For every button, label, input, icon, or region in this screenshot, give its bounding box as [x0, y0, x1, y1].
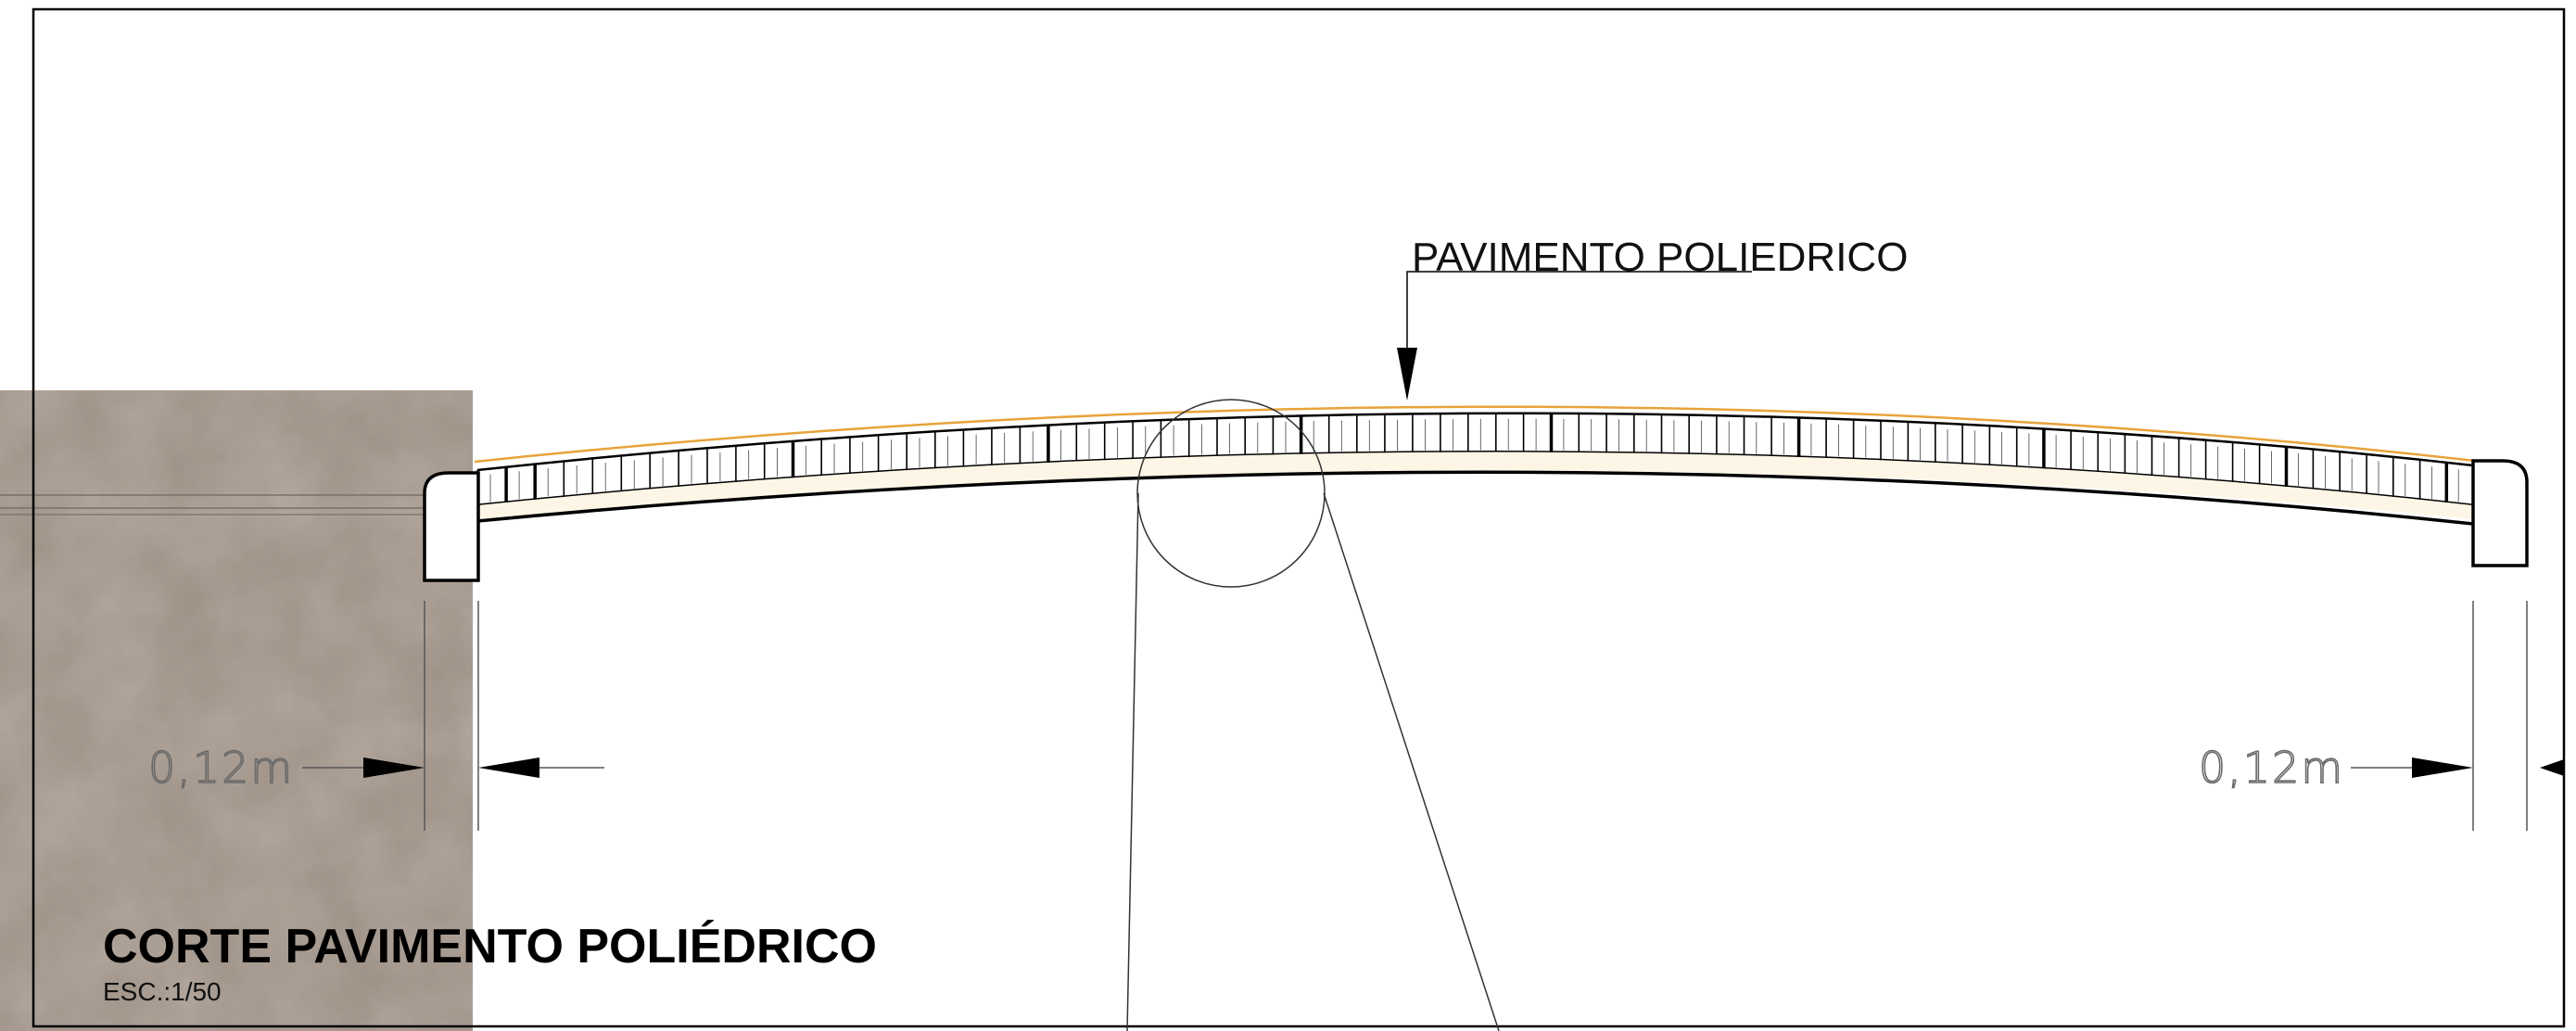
- right-curb: [2471, 459, 2529, 567]
- callout-leader: [1406, 271, 1752, 348]
- detail-callout: [1126, 399, 1500, 1031]
- detail-circle: [1136, 399, 1326, 588]
- pavement-section: [474, 405, 2476, 526]
- base-line: [476, 470, 2474, 526]
- material-callout: PAVIMENTO POLIEDRICO: [1397, 235, 1908, 401]
- detail-projection-right: [1323, 492, 1500, 1031]
- left-arrowhead-a: [363, 757, 425, 778]
- stone-blocks: [476, 413, 2474, 505]
- sand-layer-fill: [477, 452, 2473, 519]
- right-dimension-text: 0,12m: [2199, 743, 2344, 793]
- drawing-title: CORTE PAVIMENTO POLIÉDRICO: [103, 920, 877, 974]
- photo-patch: [0, 390, 473, 1031]
- left-dimension: 0,12m: [147, 601, 604, 831]
- right-arrowhead-b: [2540, 759, 2564, 776]
- callout-label: PAVIMENTO POLIEDRICO: [1412, 235, 1908, 280]
- left-dimension-text: 0,12m: [148, 743, 294, 793]
- drawing-scale: ESC.:1/50: [103, 977, 222, 1006]
- sand-bedding-line: [474, 405, 2476, 464]
- left-arrowhead-b: [478, 757, 539, 778]
- detail-projection-left: [1126, 492, 1139, 1031]
- callout-arrowhead: [1397, 348, 1417, 401]
- left-curb: [423, 471, 480, 582]
- right-arrowhead-a: [2412, 757, 2473, 778]
- right-dimension: 0,12m: [2198, 601, 2564, 831]
- drawing-frame: [32, 7, 2566, 1028]
